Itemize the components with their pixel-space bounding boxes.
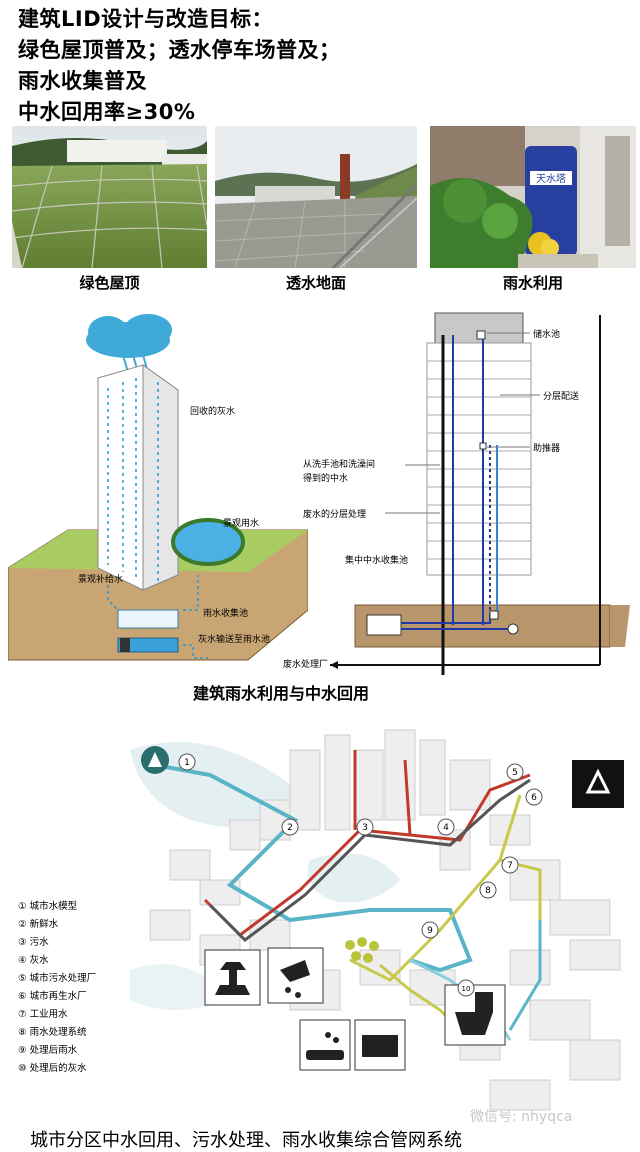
- legend-item: ⑧ 雨水处理系统: [18, 1027, 87, 1038]
- permeable-ground-photo: [215, 126, 417, 268]
- rain-cloud-icon: [86, 314, 172, 358]
- marker-5: 5: [512, 768, 518, 778]
- label-reclaimed-water: 得到的中水: [303, 474, 349, 484]
- fountain-icon: [204, 949, 261, 1006]
- watering-can-icon: [267, 947, 324, 1004]
- label-grey-water-transfer: 灰水输送至雨水池: [198, 635, 271, 645]
- tank-label: 天水塔: [536, 172, 566, 185]
- rainwater-use-photo: 天水塔: [430, 126, 636, 268]
- label-collection-pool: 集中中水收集池: [345, 556, 409, 566]
- header-line-2: 绿色屋顶普及；透水停车场普及；: [18, 38, 341, 62]
- legend-item: ① 城市水模型: [18, 901, 78, 912]
- marker-3: 3: [362, 823, 368, 833]
- header-line-3: 雨水收集普及: [18, 69, 147, 93]
- caption-city-network: 城市分区中水回用、污水处理、雨水收集综合管网系统: [30, 1130, 462, 1151]
- header-title: 建筑LID设计与改造目标： 绿色屋顶普及；透水停车场普及； 雨水收集普及 中水回…: [18, 4, 341, 128]
- permeable-ground-caption: 透水地面: [285, 274, 346, 292]
- legend-item: ⑥ 城市再生水厂: [18, 991, 87, 1002]
- marker-8: 8: [485, 886, 491, 896]
- legend-item: ⑦ 工业用水: [18, 1009, 68, 1020]
- legend-item: ⑤ 城市污水处理厂: [18, 973, 97, 984]
- legend-item: ③ 污水: [18, 937, 49, 948]
- label-treatment-plant: 废水处理厂: [283, 660, 329, 670]
- marker-1: 1: [184, 758, 190, 768]
- label-booster: 助推器: [533, 444, 561, 454]
- marker-10: 10: [462, 985, 471, 993]
- label-rain-collection-pool: 雨水收集池: [203, 609, 249, 619]
- building-rainwater-diagram: 回收的灰水 景观用水 景观补给水 雨水收集池 灰水输送至雨水池: [7, 310, 309, 670]
- label-from-basin: 从洗手池和洗澡间: [303, 460, 376, 470]
- header-line-1: 建筑LID设计与改造目标：: [18, 7, 274, 31]
- street-sweeper-icon: [354, 1019, 406, 1071]
- label-layered-delivery: 分层配送: [543, 392, 580, 402]
- label-landscape-supplement: 景观补给水: [78, 575, 124, 585]
- marker-6: 6: [531, 793, 537, 803]
- marker-7: 7: [507, 861, 513, 871]
- marker-4: 4: [443, 823, 449, 833]
- legend-item: ⑩ 处理后的灰水: [18, 1063, 87, 1074]
- car-wash-icon: [299, 1019, 351, 1071]
- toilet-icon: [444, 984, 506, 1046]
- label-landscape-water: 景观用水: [223, 519, 260, 529]
- rainwater-use-caption: 雨水利用: [502, 274, 563, 292]
- marker-9: 9: [427, 926, 433, 936]
- legend-item: ④ 灰水: [18, 955, 49, 966]
- caption-building-rainwater: 建筑雨水利用与中水回用: [193, 684, 370, 703]
- recycle-icon: [572, 760, 624, 808]
- city-water-network-diagram: 1 2 3 4 5 6 7 8 9 10: [110, 720, 640, 1120]
- legend-item: ⑨ 处理后雨水: [18, 1045, 78, 1056]
- header-line-4: 中水回用率≥30%: [18, 100, 196, 124]
- city-water-model-icon: [141, 746, 169, 774]
- legend-item: ② 新鲜水: [18, 919, 59, 930]
- label-layered-treatment: 废水的分层处理: [303, 510, 367, 520]
- green-roof-caption: 绿色屋顶: [79, 274, 140, 292]
- green-roof-photo: [12, 126, 207, 268]
- label-recycled-grey-water: 回收的灰水: [190, 407, 236, 417]
- label-storage-tank: 储水池: [533, 330, 561, 340]
- city-legend: ① 城市水模型 ② 新鲜水 ③ 污水 ④ 灰水 ⑤ 城市污水处理厂 ⑥ 城市再生…: [18, 898, 96, 1078]
- building-section-diagram: 储水池 分层配送 助推器 从洗手池和洗澡间 得到的中水 废水的分层处理 集中中水…: [275, 305, 635, 675]
- marker-2: 2: [287, 823, 293, 833]
- watermark: 微信号: nhyqca: [470, 1109, 573, 1125]
